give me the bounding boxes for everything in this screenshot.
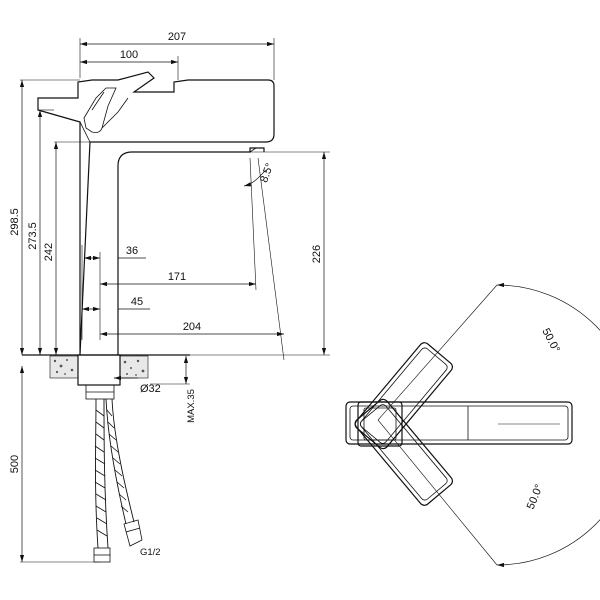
dim-deck-thickness: MAX.35 xyxy=(186,389,197,423)
faucet-body xyxy=(37,71,275,356)
dim-outlet-reach: 171 xyxy=(168,271,186,283)
cartridge-square xyxy=(357,401,403,447)
dim-thread: G1/2 xyxy=(140,547,161,558)
dim-spout-height: 242 xyxy=(43,243,55,261)
dim-rotation-down: 50.0° xyxy=(525,483,546,511)
dim-spray-angle: 8.5° xyxy=(258,162,276,185)
dim-handle-height: 273.5 xyxy=(27,222,39,250)
supply-hoses xyxy=(93,398,143,563)
dim-rotation-up: 50.0° xyxy=(539,326,562,354)
top-body xyxy=(345,401,573,445)
dim-hole-diameter: Ø32 xyxy=(140,383,161,395)
dim-outlet-to-body: 36 xyxy=(126,245,138,257)
rotation-arc xyxy=(496,282,600,568)
deck-section xyxy=(22,354,190,400)
dim-total-height: 298.5 xyxy=(9,208,21,236)
deck-hatching xyxy=(53,359,145,376)
dim-outlet-height: 226 xyxy=(311,245,323,263)
side-view-labels: 207 100 298.5 273.5 242 226 500 36 171 4… xyxy=(9,31,323,558)
dim-hose-length: 500 xyxy=(9,455,21,473)
lever-rotated-up xyxy=(354,342,454,450)
dim-overall-length: 207 xyxy=(168,31,186,43)
dim-handle-length: 100 xyxy=(120,49,138,61)
dim-base-offset: 45 xyxy=(131,296,143,308)
extension-lines xyxy=(20,38,330,563)
dimension-lines xyxy=(19,41,327,562)
dim-total-reach: 204 xyxy=(183,321,201,333)
lever-rotated-down xyxy=(354,398,454,506)
side-view: 207 100 298.5 273.5 242 226 500 36 171 4… xyxy=(9,31,330,563)
top-view: 50.0° 50.0° xyxy=(345,282,600,568)
